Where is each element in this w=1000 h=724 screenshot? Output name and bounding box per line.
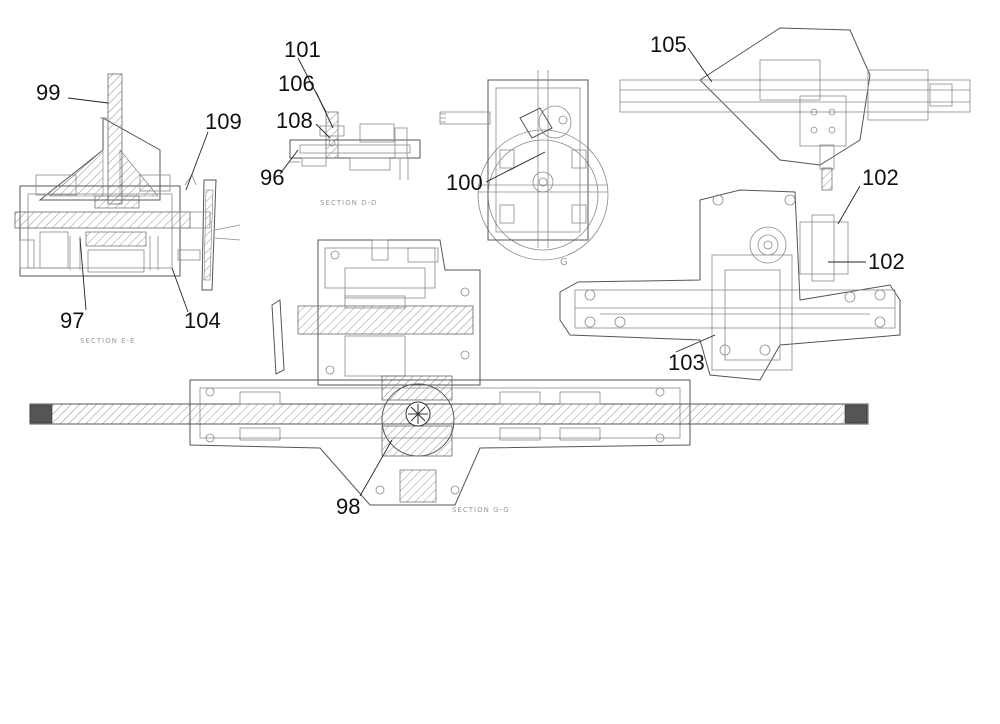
reference-numerals: 99 109 97 104 101 106 108 96 100 105 102… xyxy=(36,32,905,519)
label-109: 109 xyxy=(205,109,242,134)
label-102-upper: 102 xyxy=(862,165,899,190)
caption-view-g: G xyxy=(560,257,568,268)
label-103: 103 xyxy=(668,350,705,375)
section-dd-view xyxy=(289,111,421,180)
label-106: 106 xyxy=(278,71,315,96)
caption-section-gg: SECTION G-G xyxy=(452,506,510,514)
section-gg-view xyxy=(29,239,869,506)
housing-side-view xyxy=(559,189,901,381)
label-101: 101 xyxy=(284,37,321,62)
label-104: 104 xyxy=(184,308,221,333)
section-captions: SECTION E-E SECTION D-D SECTION G-G G xyxy=(80,199,568,514)
label-97: 97 xyxy=(60,308,84,333)
label-100: 100 xyxy=(446,170,483,195)
leader-lines xyxy=(67,47,866,497)
label-105: 105 xyxy=(650,32,687,57)
axle-top-view xyxy=(619,27,971,191)
label-98: 98 xyxy=(336,494,360,519)
bolt-holes-gg xyxy=(205,250,665,495)
label-99: 99 xyxy=(36,80,60,105)
label-96: 96 xyxy=(260,165,284,190)
caption-section-dd: SECTION D-D xyxy=(320,199,377,207)
bolt-holes xyxy=(584,194,886,356)
section-ee-view xyxy=(14,73,241,291)
view-g xyxy=(439,70,609,261)
label-108: 108 xyxy=(276,108,313,133)
label-102-lower: 102 xyxy=(868,249,905,274)
caption-section-ee: SECTION E-E xyxy=(80,337,135,345)
